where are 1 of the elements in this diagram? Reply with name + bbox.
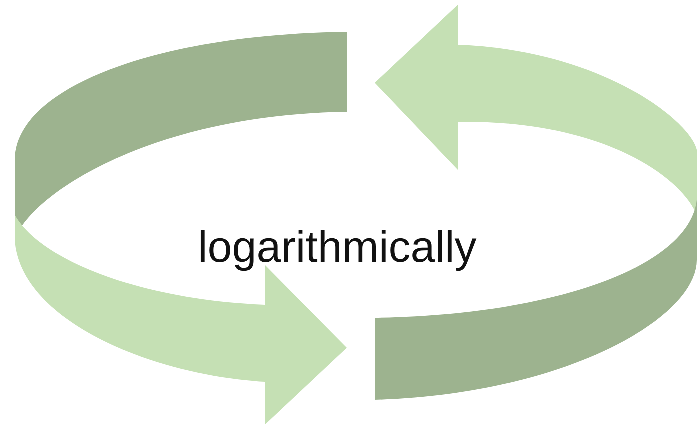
- diagram-label: logarithmically: [198, 226, 477, 270]
